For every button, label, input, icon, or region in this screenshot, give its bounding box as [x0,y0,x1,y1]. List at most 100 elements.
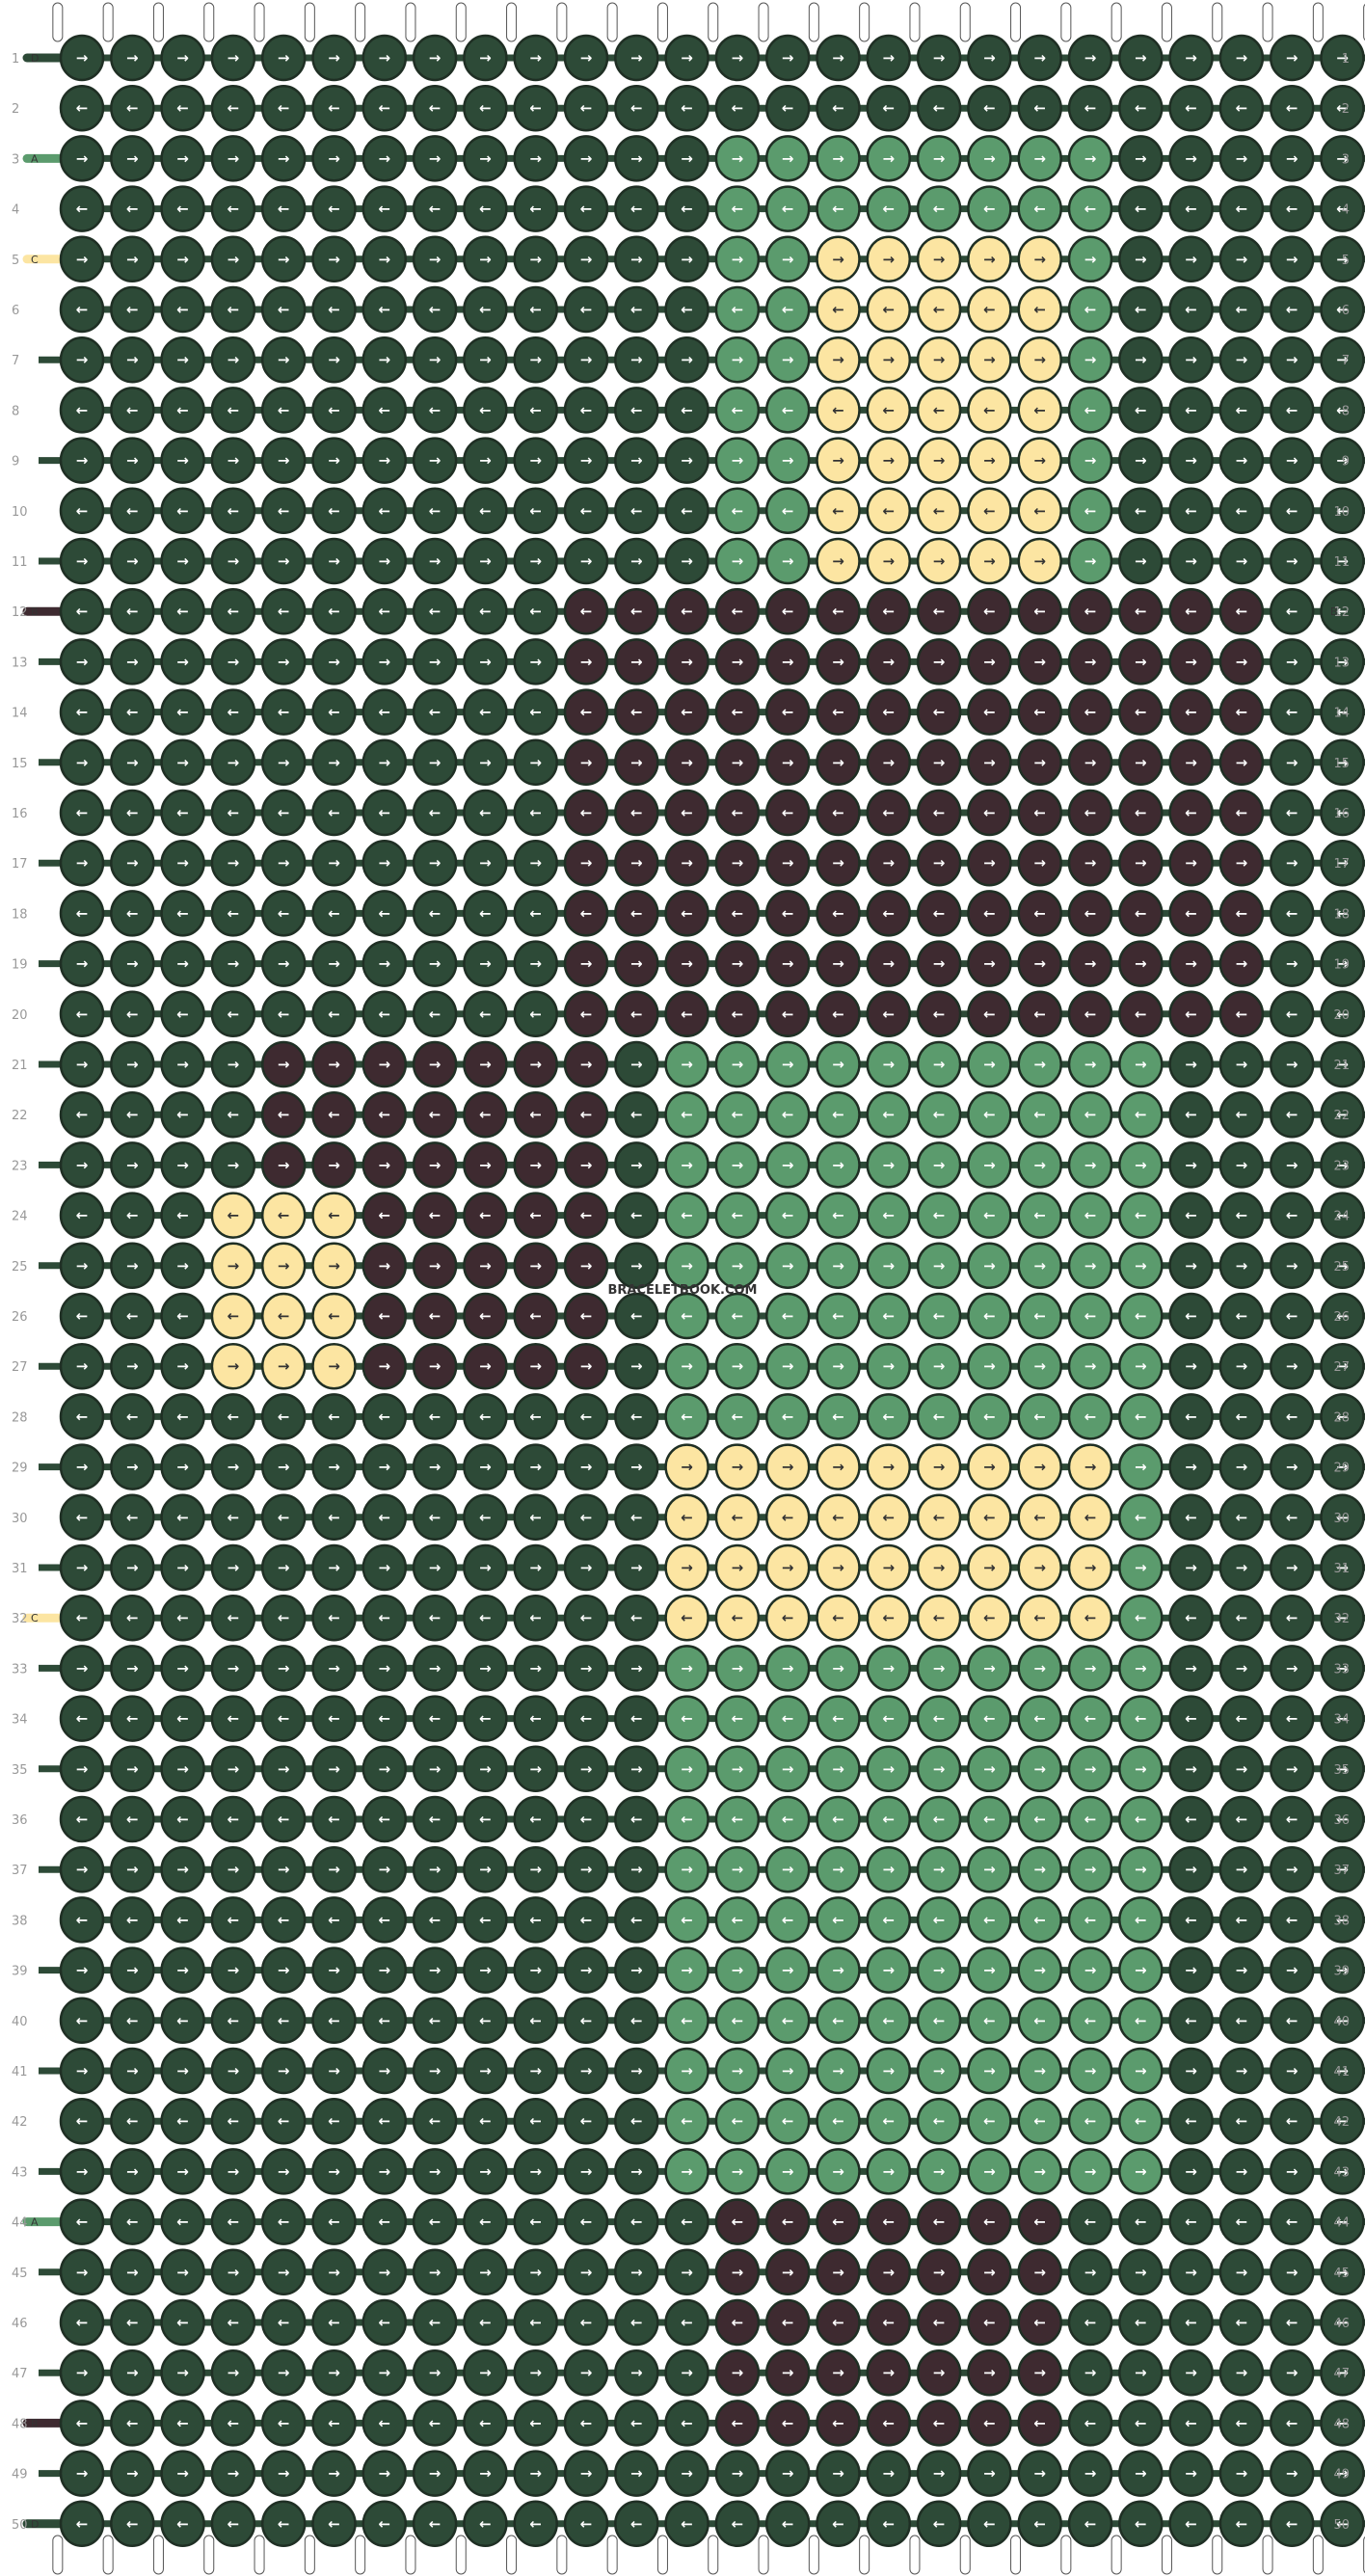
knot[interactable]: ← [311,2198,357,2245]
knot[interactable]: ← [311,1594,357,1642]
knot[interactable]: ← [664,2298,709,2347]
knot[interactable]: ← [1320,1795,1365,1843]
knot[interactable]: → [967,1040,1012,1088]
knot[interactable]: → [764,2248,811,2296]
knot[interactable]: ← [1118,1493,1164,1542]
knot[interactable]: → [513,940,558,987]
knot[interactable]: ← [110,487,155,535]
knot[interactable]: ← [816,1493,861,1542]
knot[interactable]: → [816,738,861,787]
knot[interactable]: ← [361,2400,408,2447]
knot[interactable]: ← [160,1695,205,1742]
knot[interactable]: ← [463,285,508,334]
knot[interactable]: → [1017,839,1062,887]
knot[interactable]: ← [1017,2400,1062,2447]
knot[interactable]: → [816,1040,861,1088]
knot[interactable]: → [1269,1946,1315,1994]
knot[interactable]: ← [59,1090,105,1139]
knot[interactable]: → [1218,839,1265,887]
knot[interactable]: → [260,2248,307,2296]
knot[interactable]: → [967,1342,1012,1390]
knot[interactable]: ← [614,2298,659,2347]
knot[interactable]: ← [463,990,508,1038]
knot[interactable]: → [664,940,709,987]
knot[interactable]: → [160,1745,205,1793]
knot[interactable]: ← [361,890,408,937]
knot[interactable]: → [361,1443,408,1490]
knot[interactable]: ← [59,1594,105,1642]
knot[interactable]: ← [1218,487,1265,535]
knot[interactable]: → [563,1745,609,1793]
knot[interactable]: → [513,839,558,887]
knot[interactable]: ← [1067,285,1113,334]
knot[interactable]: ← [1218,1695,1265,1742]
knot[interactable]: ← [412,1292,458,1340]
knot[interactable]: → [210,1745,256,1793]
knot[interactable]: → [361,1645,408,1692]
knot[interactable]: ← [412,2500,458,2548]
knot[interactable]: ← [866,285,912,334]
knot[interactable]: ← [1118,2500,1164,2548]
knot[interactable]: → [614,2047,659,2095]
knot[interactable]: ← [361,587,408,635]
knot[interactable]: ← [1218,587,1265,635]
knot[interactable]: ← [1218,990,1265,1038]
knot[interactable]: ← [160,789,205,837]
knot[interactable]: → [967,2348,1012,2397]
knot[interactable]: → [513,537,558,585]
knot[interactable]: → [513,1443,558,1490]
knot[interactable]: → [59,1443,105,1490]
knot[interactable]: → [967,738,1012,787]
knot[interactable]: ← [563,1997,609,2045]
knot[interactable]: → [311,235,357,283]
knot[interactable]: → [1320,34,1365,82]
knot[interactable]: → [764,1141,811,1189]
knot[interactable]: → [110,1745,155,1793]
knot[interactable]: ← [260,1393,307,1440]
knot[interactable]: ← [412,185,458,232]
knot[interactable]: ← [513,1192,558,1239]
knot[interactable]: ← [463,2500,508,2548]
knot[interactable]: ← [260,890,307,937]
knot[interactable]: → [1269,1745,1315,1793]
knot[interactable]: → [614,135,659,182]
knot[interactable]: → [513,2248,558,2296]
knot[interactable]: → [110,1645,155,1692]
knot[interactable]: → [1118,1745,1164,1793]
knot[interactable]: ← [1017,789,1062,837]
knot[interactable]: → [614,437,659,484]
knot[interactable]: ← [1320,2097,1365,2145]
knot[interactable]: → [1269,1543,1315,1592]
knot[interactable]: ← [412,1090,458,1139]
knot[interactable]: → [59,34,105,82]
knot[interactable]: ← [866,688,912,736]
knot[interactable]: → [412,335,458,384]
knot[interactable]: ← [1269,285,1315,334]
knot[interactable]: ← [664,1997,709,2045]
knot[interactable]: → [1269,839,1315,887]
knot[interactable]: ← [1168,789,1214,837]
knot[interactable]: ← [1168,1896,1214,1944]
knot[interactable]: → [714,2148,761,2195]
knot[interactable]: ← [614,1997,659,2045]
knot[interactable]: → [664,1745,709,1793]
knot[interactable]: → [614,1141,659,1189]
knot[interactable]: → [714,1745,761,1793]
knot[interactable]: → [1067,335,1113,384]
knot[interactable]: → [1320,537,1365,585]
knot[interactable]: → [59,135,105,182]
knot[interactable]: → [816,940,861,987]
knot[interactable]: → [110,638,155,685]
knot[interactable]: → [1118,940,1164,987]
knot[interactable]: → [210,2450,256,2497]
knot[interactable]: → [1168,1946,1214,1994]
knot[interactable]: → [764,2148,811,2195]
knot[interactable]: ← [1320,84,1365,132]
knot[interactable]: → [916,2047,962,2095]
knot[interactable]: ← [59,688,105,736]
knot[interactable]: ← [1067,387,1113,434]
knot[interactable]: ← [816,990,861,1038]
knot[interactable]: ← [160,2097,205,2145]
knot[interactable]: ← [1320,587,1365,635]
knot[interactable]: ← [59,1997,105,2045]
